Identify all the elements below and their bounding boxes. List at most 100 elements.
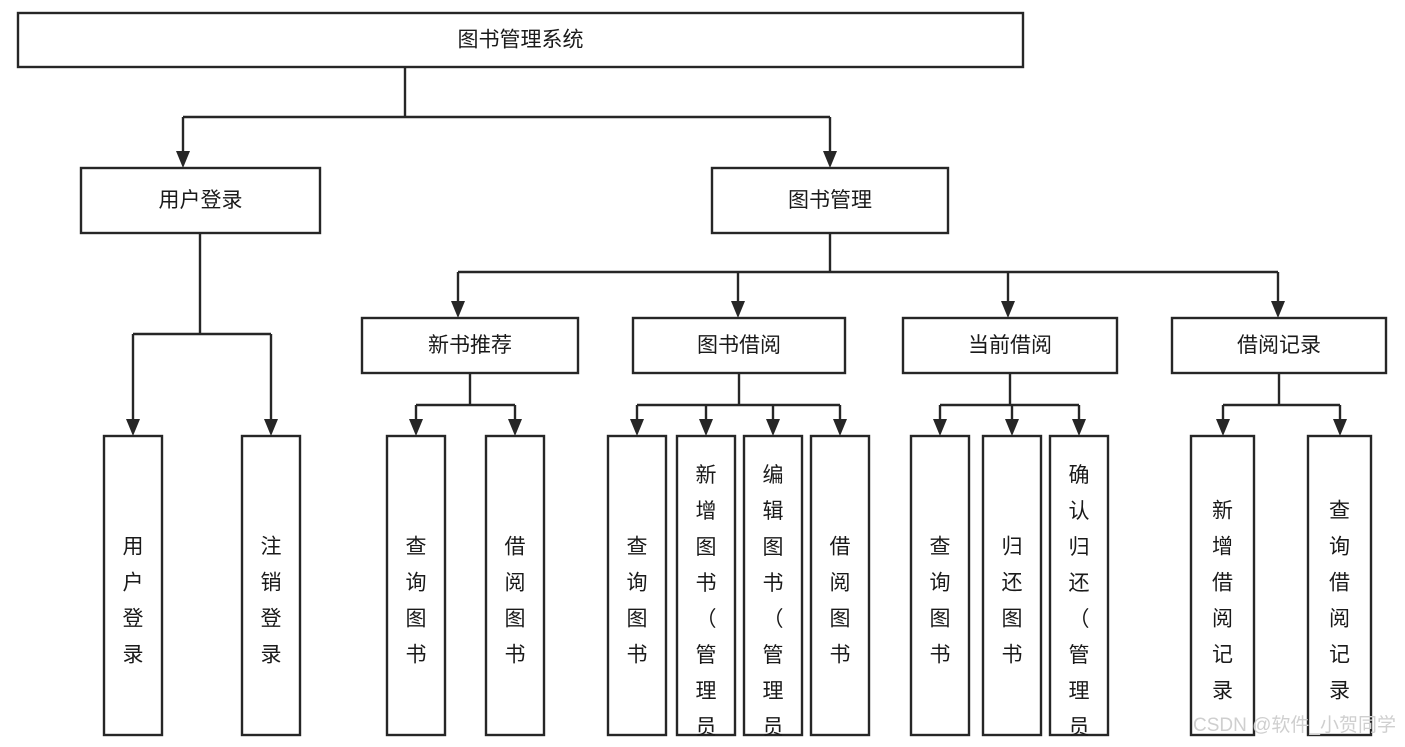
node-label-char: 书: [930, 643, 951, 666]
node-label-char: 图: [763, 536, 784, 559]
node-label-char: 销: [261, 571, 282, 594]
connector-bar-n_book_borrow: [637, 373, 840, 407]
connector-n_new_book_rec-to-l_borrow_book_1: [508, 405, 522, 436]
node-label-char: 员: [696, 716, 717, 739]
node-n_current_borrow[interactable]: 当前借阅: [901, 316, 1119, 375]
node-label: 图书管理: [788, 189, 872, 212]
node-label-char: 询: [627, 571, 648, 594]
node-box: [1306, 434, 1373, 737]
node-label-char: 辑: [763, 500, 784, 523]
connector-arrowhead: [1001, 301, 1015, 318]
connector-arrowhead: [1216, 419, 1230, 436]
node-label-char: （: [1069, 608, 1090, 631]
node-label-char: 图: [930, 607, 951, 630]
connector-n_current_borrow-to-l_confirm_return_admin: [1072, 405, 1086, 436]
connector-n_user_login-to-l_user_login: [126, 334, 140, 436]
connector-arrowhead: [823, 151, 837, 168]
connector-arrowhead: [451, 301, 465, 318]
node-label-char: 户: [123, 571, 144, 594]
node-box: [742, 434, 804, 737]
node-box: [809, 434, 871, 737]
node-label-char: 书: [830, 643, 851, 666]
node-label-char: 录: [261, 643, 282, 666]
node-l_user_login[interactable]: 用户登录: [102, 434, 164, 737]
node-label-char: 员: [1069, 716, 1090, 739]
node-label-char: 查: [930, 535, 951, 558]
connector-bar-n_book_manage: [458, 233, 1278, 274]
node-label-char: 录: [1329, 679, 1350, 702]
node-label-char: 确: [1069, 464, 1090, 487]
connector-n_user_login-to-l_logout: [264, 334, 278, 436]
node-n_book_manage[interactable]: 图书管理: [710, 166, 950, 235]
connector-arrowhead: [833, 419, 847, 436]
connector-root-to-n_user_login: [176, 117, 190, 168]
connector-n_book_borrow-to-l_query_book_2: [630, 405, 644, 436]
node-label-char: 录: [1212, 679, 1233, 702]
node-label-char: 书: [505, 643, 526, 666]
node-label-char: 新: [1212, 499, 1233, 522]
connector-bar-n_current_borrow: [940, 373, 1079, 407]
node-label-char: 理: [1069, 680, 1090, 703]
connector-arrowhead: [766, 419, 780, 436]
node-label-char: 录: [123, 643, 144, 666]
node-label-char: 询: [1329, 535, 1350, 558]
node-root[interactable]: 图书管理系统: [16, 11, 1025, 69]
nodes-layer: 图书管理系统用户登录图书管理新书推荐图书借阅当前借阅借阅记录用户登录注销登录查询…: [16, 11, 1388, 747]
node-box: [240, 434, 302, 737]
node-label-char: 图: [696, 536, 717, 559]
node-label-char: （: [696, 608, 717, 631]
node-label-char: 登: [261, 607, 282, 630]
node-box: [385, 434, 447, 737]
connector-bar-n_borrow_record: [1223, 373, 1340, 407]
connector-root-to-n_book_manage: [823, 117, 837, 168]
node-box: [1189, 434, 1256, 737]
connector-n_book_borrow-to-l_borrow_book_2: [833, 405, 847, 436]
connector-n_book_manage-to-n_new_book_rec: [451, 272, 465, 318]
node-box: [675, 434, 737, 737]
connector-arrowhead: [126, 419, 140, 436]
node-label-char: 登: [123, 607, 144, 630]
connector-n_new_book_rec-to-l_query_book_1: [409, 405, 423, 436]
node-label-char: 书: [763, 572, 784, 595]
node-label-char: 管: [696, 644, 717, 667]
connector-bar-root: [183, 67, 830, 119]
node-box: [909, 434, 971, 737]
node-label-char: 增: [696, 500, 717, 523]
node-n_new_book_rec[interactable]: 新书推荐: [360, 316, 580, 375]
node-label: 当前借阅: [968, 334, 1052, 357]
node-label-char: 借: [1329, 571, 1350, 594]
node-label-char: 还: [1002, 571, 1023, 594]
connector-n_book_manage-to-n_current_borrow: [1001, 272, 1015, 318]
node-label-char: 编: [763, 464, 784, 487]
node-label-char: 图: [627, 607, 648, 630]
node-box: [102, 434, 164, 737]
node-label-char: 归: [1002, 535, 1023, 558]
connector-arrowhead: [264, 419, 278, 436]
node-n_borrow_record[interactable]: 借阅记录: [1170, 316, 1388, 375]
connector-n_borrow_record-to-l_add_borrow_record: [1216, 405, 1230, 436]
node-label-char: 管: [1069, 644, 1090, 667]
node-box: [1048, 434, 1110, 737]
node-label-char: 图: [1002, 607, 1023, 630]
node-box: [1170, 316, 1388, 375]
node-n_book_borrow[interactable]: 图书借阅: [631, 316, 847, 375]
node-label: 新书推荐: [428, 334, 512, 357]
connector-arrowhead: [630, 419, 644, 436]
connector-n_book_manage-to-n_borrow_record: [1271, 272, 1285, 318]
node-label-char: 记: [1212, 643, 1233, 666]
node-n_user_login[interactable]: 用户登录: [79, 166, 322, 235]
connector-n_current_borrow-to-l_query_book_3: [933, 405, 947, 436]
